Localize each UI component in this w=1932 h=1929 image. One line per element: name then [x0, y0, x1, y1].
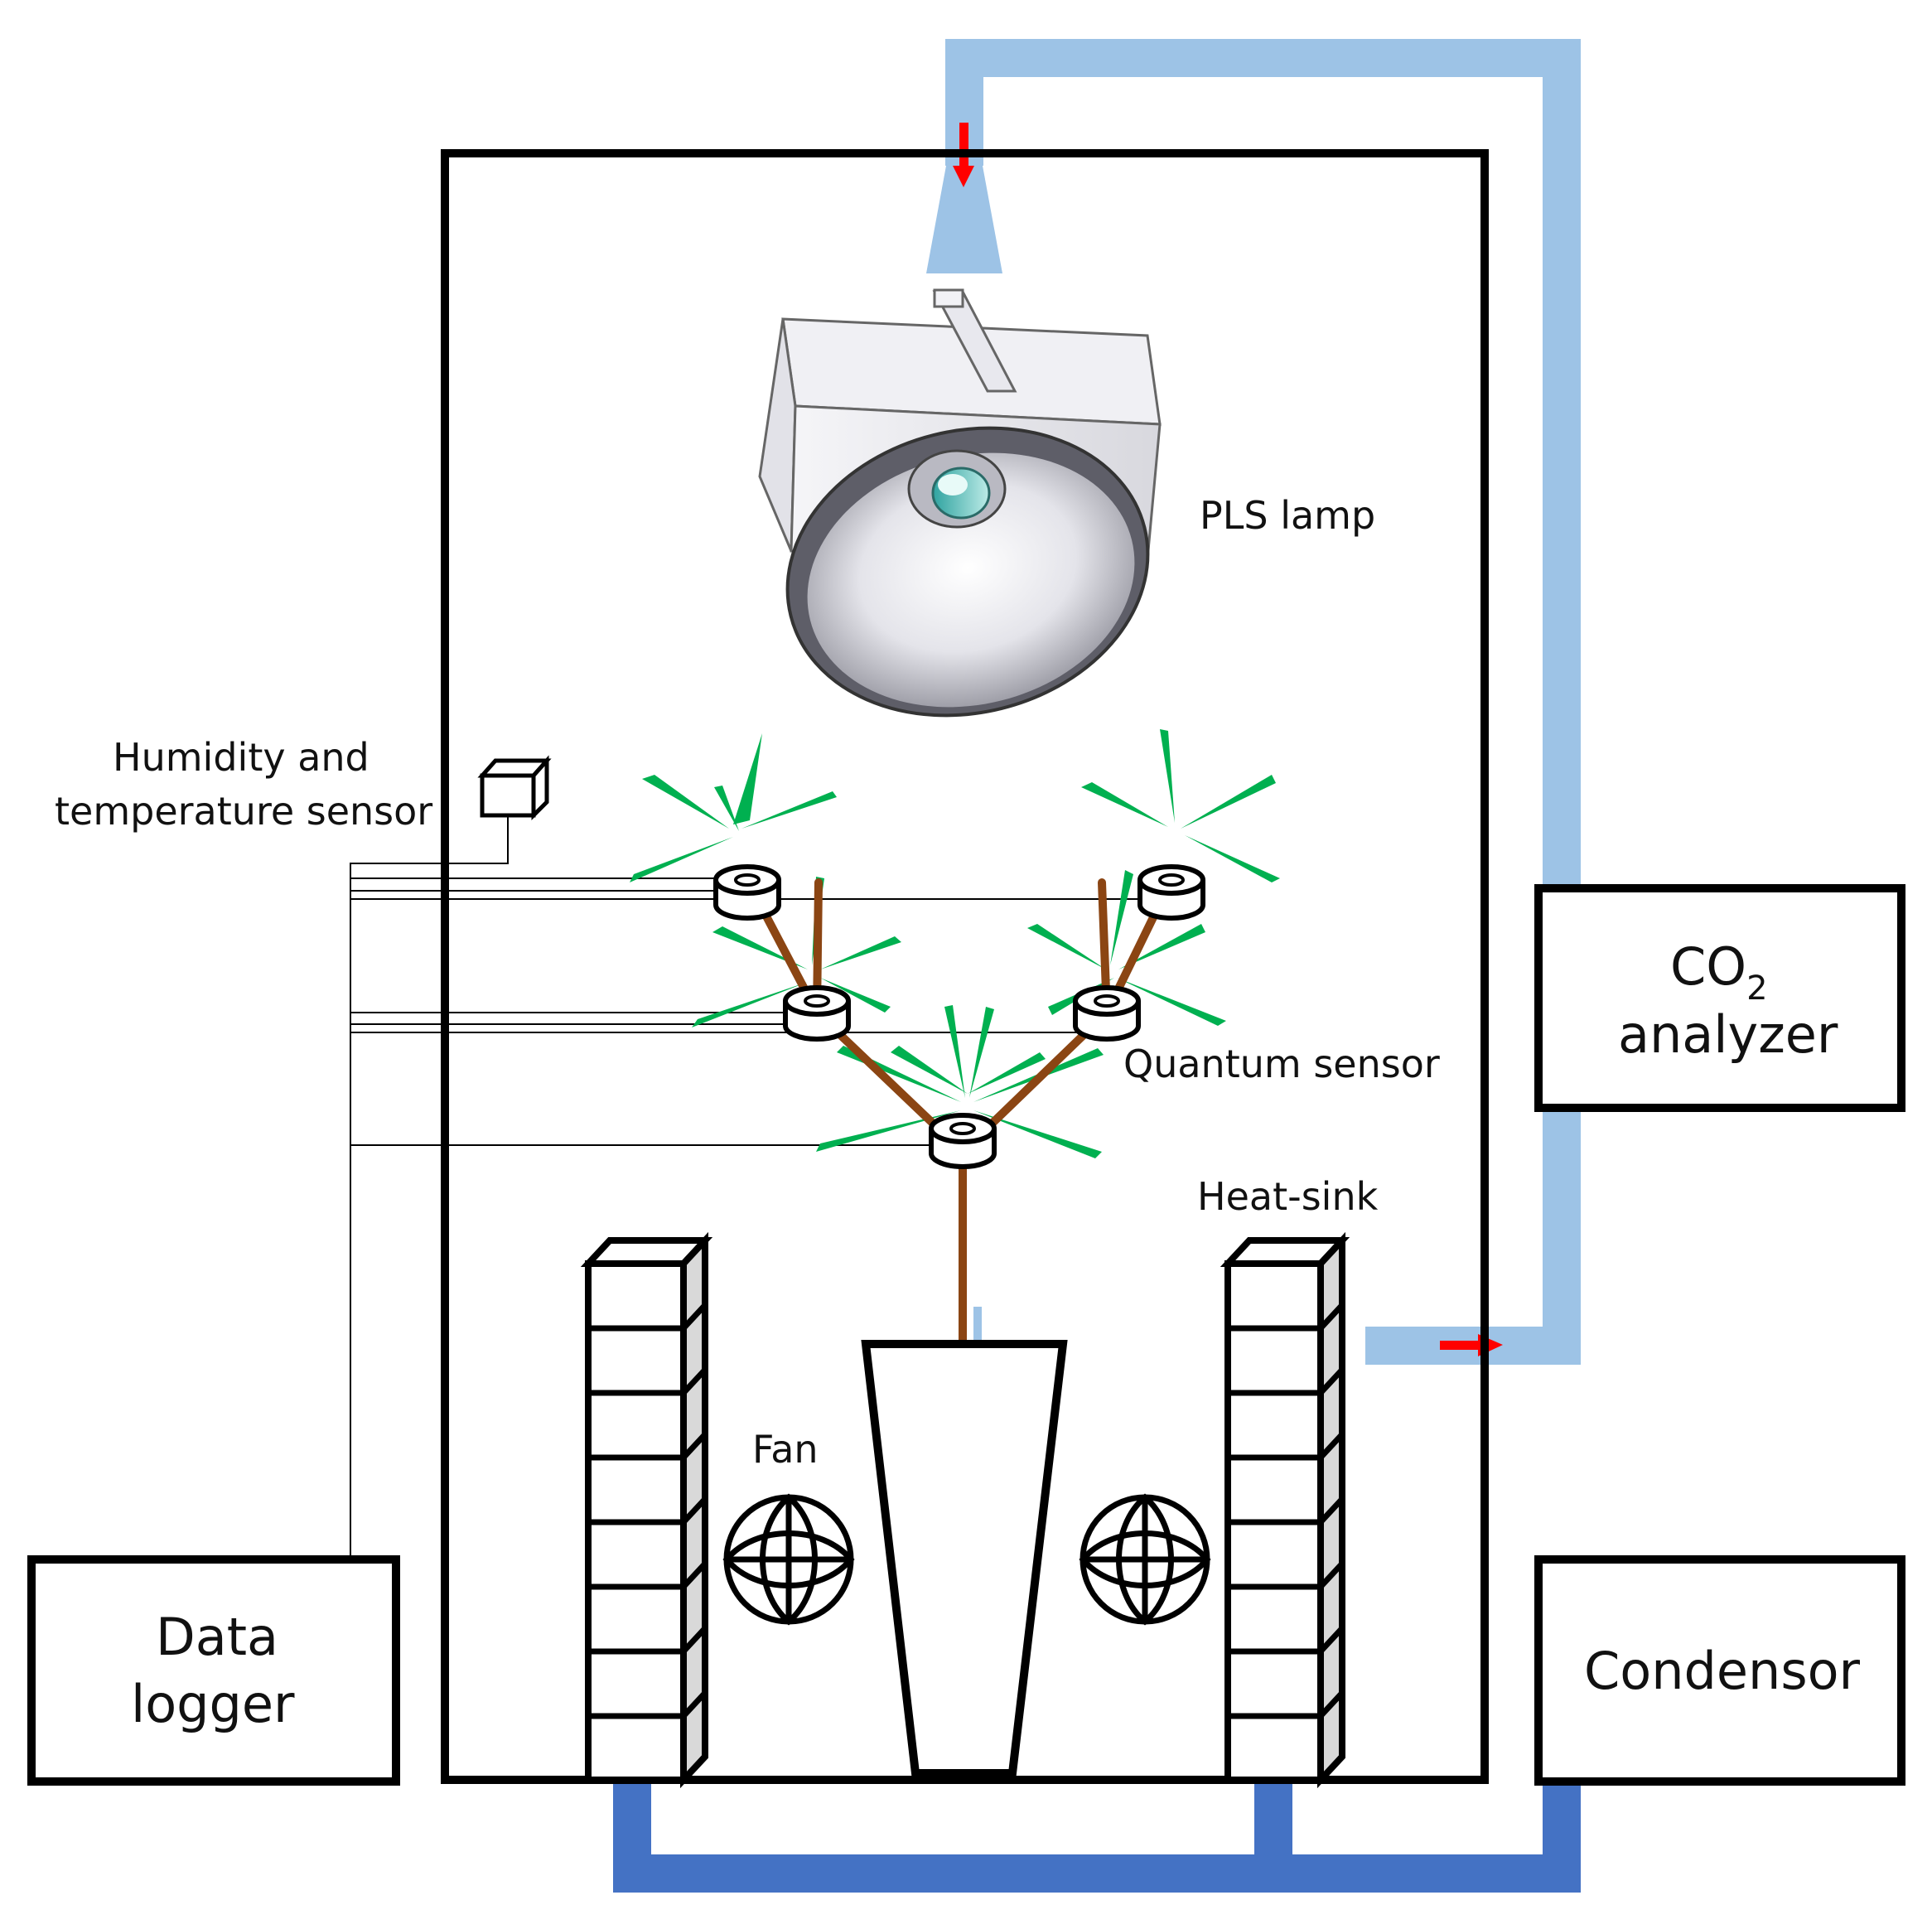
sensor-wiring — [350, 815, 1171, 1559]
coolant-pipe — [613, 1780, 1581, 1893]
quantum-sensor — [929, 1113, 997, 1169]
plant-leaves — [630, 729, 1280, 1158]
condensor-label: Condensor — [1584, 1641, 1861, 1701]
fan-icon — [722, 1493, 855, 1626]
humidity-label-line2: temperature sensor — [55, 789, 432, 834]
plant-pot — [861, 1340, 1068, 1777]
flow-arrow-down — [953, 123, 974, 187]
air-inlet-nozzle — [926, 166, 1002, 273]
heat-sink-label: Heat-sink — [1197, 1174, 1379, 1219]
quantum-sensor — [1073, 985, 1141, 1042]
co2-analyzer-box — [1534, 884, 1905, 1112]
growth-chamber — [441, 149, 1489, 1784]
heat-sink-right — [1220, 1231, 1350, 1789]
data-logger-label-line1: Data — [156, 1607, 278, 1667]
air-duct — [926, 39, 1581, 1365]
pls-lamp-label: PLS lamp — [1200, 493, 1375, 538]
co2-analyzer-label-line1: CO2 — [1670, 936, 1768, 1008]
plant-stem — [743, 876, 1176, 1348]
quantum-sensor — [1137, 864, 1205, 921]
data-logger-box — [27, 1555, 400, 1786]
condensor-box — [1534, 1555, 1905, 1786]
heat-sink-left — [580, 1231, 713, 1789]
quantum-sensor — [783, 985, 851, 1042]
quantum-sensor-label: Quantum sensor — [1123, 1042, 1440, 1086]
quantum-sensor — [713, 864, 781, 921]
co2-analyzer-label-line2: analyzer — [1618, 1004, 1838, 1065]
pls-lamp — [758, 288, 1162, 718]
data-logger-label-line2: logger — [131, 1674, 295, 1734]
fan-icon — [1079, 1493, 1211, 1626]
quantum-sensors — [713, 864, 1205, 1169]
humidity-label-line1: Humidity and — [113, 735, 369, 780]
humidity-temperature-sensor — [477, 755, 552, 821]
co2-subscript: 2 — [1746, 969, 1767, 1008]
fan-label: Fan — [752, 1427, 819, 1472]
co2-formula: CO — [1670, 936, 1746, 997]
